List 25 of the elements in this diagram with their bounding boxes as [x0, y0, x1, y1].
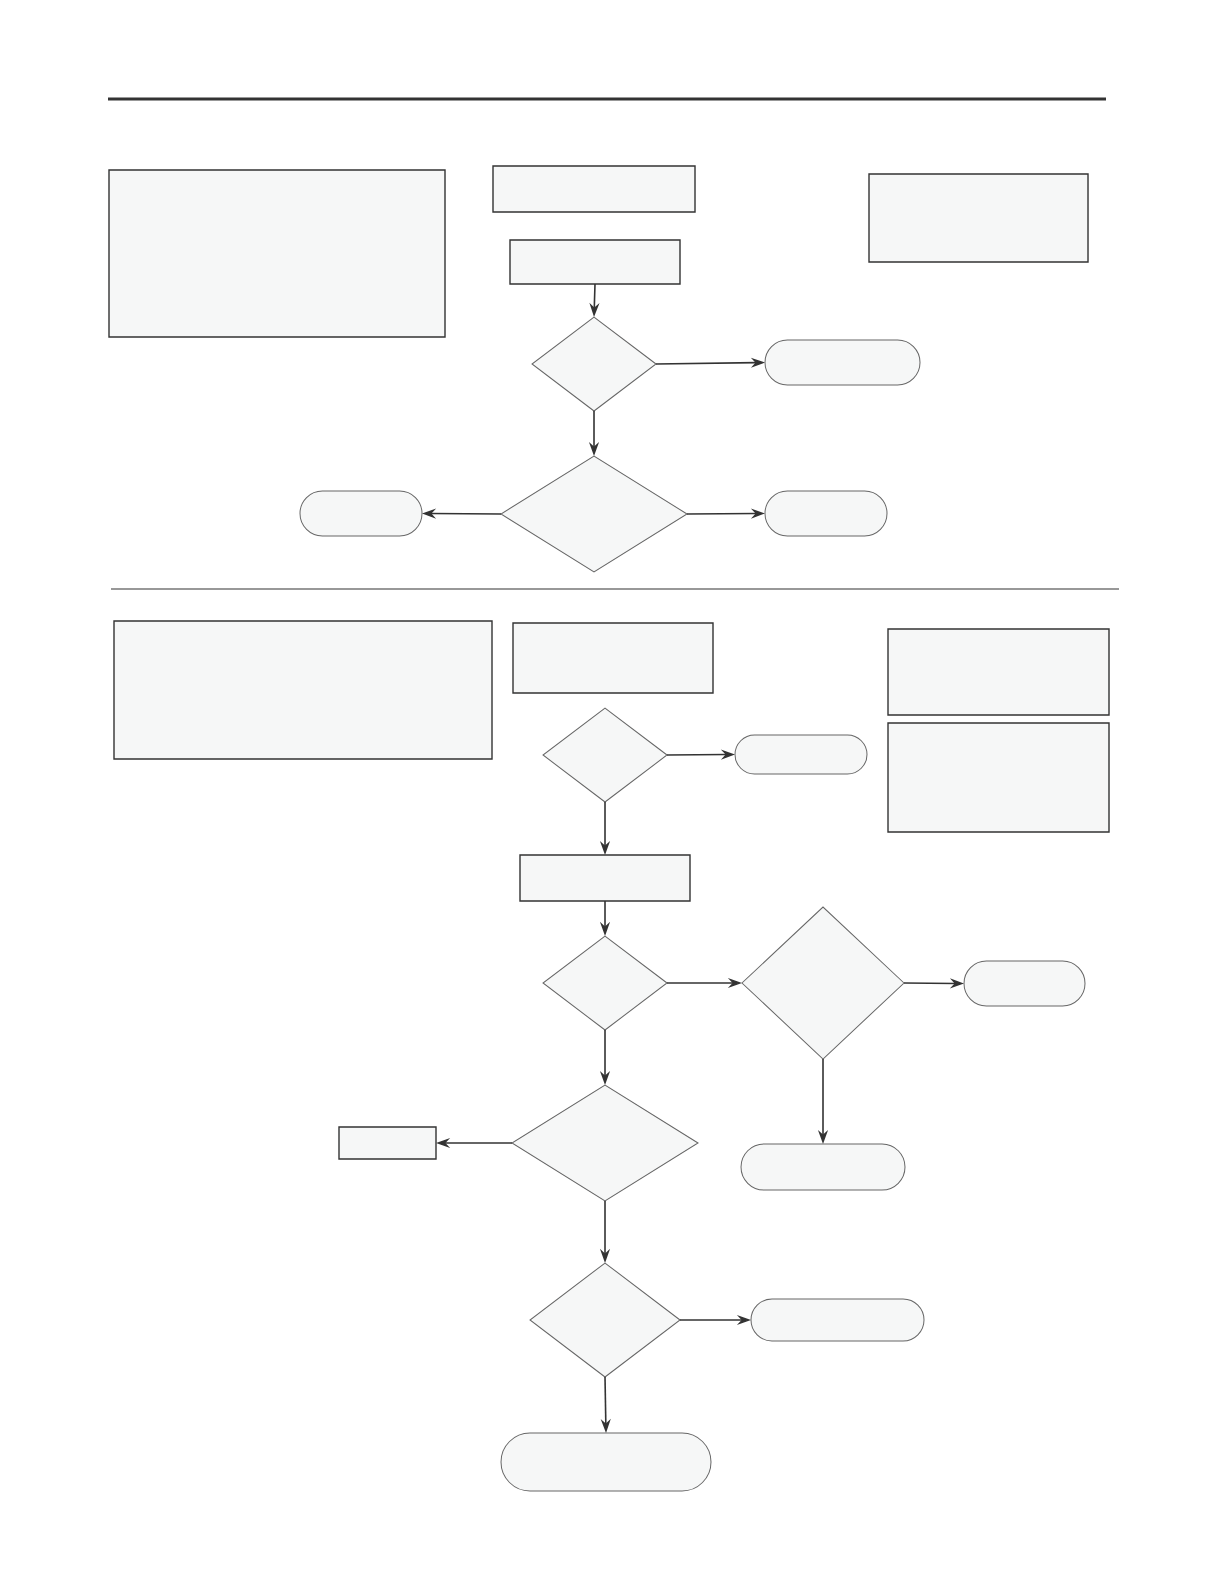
process-box: [108, 169, 446, 338]
terminal-pill: [734, 734, 868, 775]
process-box: [509, 239, 681, 285]
decision-diamond: [542, 935, 668, 1031]
terminal-pill: [764, 339, 921, 386]
process-box: [492, 165, 696, 213]
decision-diamond: [741, 906, 905, 1060]
process-box: [887, 722, 1110, 833]
terminal-pill: [740, 1143, 906, 1191]
decision-diamond: [542, 707, 668, 803]
decision-diamond: [500, 455, 688, 573]
process-box: [519, 854, 691, 902]
process-box: [512, 622, 714, 694]
terminal-pill: [750, 1298, 925, 1342]
decision-diamond: [529, 1262, 681, 1378]
process-box: [887, 628, 1110, 716]
process-box: [113, 620, 493, 760]
terminal-pill: [764, 490, 888, 537]
terminal-pill: [299, 490, 423, 537]
process-box: [338, 1126, 437, 1160]
terminal-pill: [963, 960, 1086, 1007]
decision-diamond: [531, 316, 657, 412]
decision-diamond: [511, 1084, 699, 1202]
process-box: [868, 173, 1089, 263]
terminal-pill: [500, 1432, 712, 1492]
